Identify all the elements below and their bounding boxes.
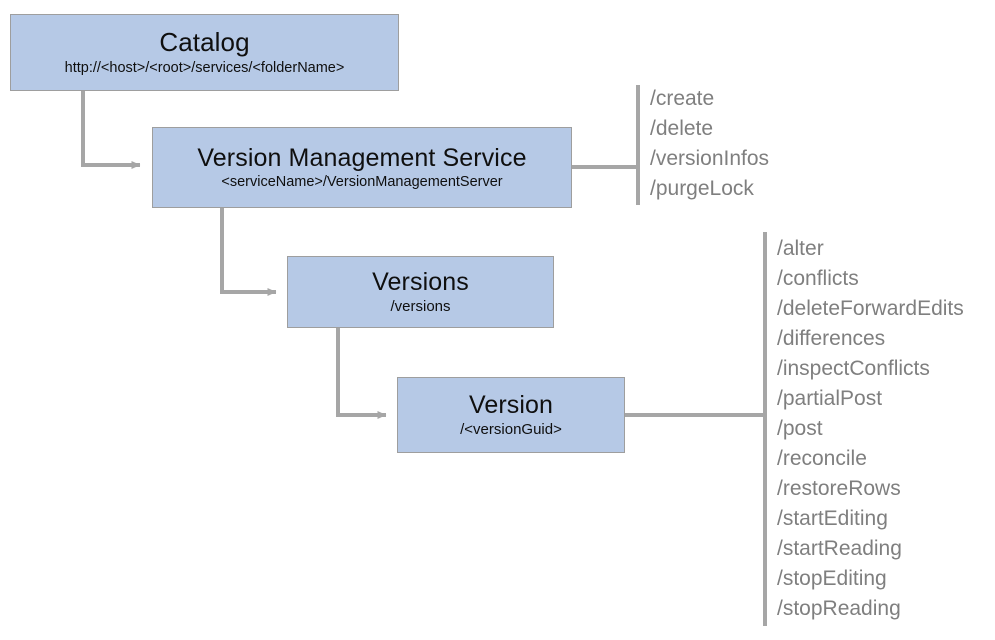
node-version-management-service-subtitle: <serviceName>/VersionManagementServer	[221, 173, 503, 190]
endpoint-item: /differences	[777, 327, 886, 350]
node-catalog-title: Catalog	[159, 27, 250, 58]
endpoint-item: /reconcile	[777, 447, 867, 470]
node-version-title: Version	[468, 391, 554, 420]
node-version-management-service[interactable]: Version Management Service <serviceName>…	[152, 127, 572, 208]
node-catalog-subtitle: http://<host>/<root>/services/<folderNam…	[64, 59, 345, 76]
node-version-management-service-title: Version Management Service	[197, 143, 527, 172]
node-catalog[interactable]: Catalog http://<host>/<root>/services/<f…	[10, 14, 399, 91]
node-versions-subtitle: /versions	[390, 298, 451, 316]
node-version-subtitle: /<versionGuid>	[460, 421, 562, 439]
endpoint-item: /inspectConflicts	[777, 357, 930, 380]
endpoint-item: /partialPost	[777, 387, 883, 410]
endpoint-list-service: /create /delete /versionInfos /purgeLock	[650, 84, 769, 204]
endpoint-item: /create	[650, 87, 715, 110]
endpoint-list-version: /alter /conflicts /deleteForwardEdits /d…	[777, 234, 964, 624]
node-versions-title: Versions	[372, 268, 469, 297]
node-versions[interactable]: Versions /versions	[287, 256, 554, 328]
connector-service-to-versions	[220, 208, 277, 296]
endpoint-item: /restoreRows	[777, 477, 901, 500]
endpoint-item: /startReading	[777, 537, 902, 560]
endpoint-item: /delete	[650, 117, 714, 140]
endpoint-item: /post	[777, 417, 823, 440]
endpoint-item: /stopEditing	[777, 567, 887, 590]
endpoint-item: /versionInfos	[650, 147, 770, 170]
endpoint-item: /conflicts	[777, 267, 859, 290]
connector-service-to-endpoints	[572, 85, 640, 205]
node-version[interactable]: Version /<versionGuid>	[397, 377, 625, 453]
endpoint-item: /purgeLock	[650, 177, 754, 200]
endpoint-item: /alter	[777, 237, 824, 260]
endpoint-item: /startEditing	[777, 507, 888, 530]
endpoint-item: /deleteForwardEdits	[777, 297, 964, 320]
endpoint-item: /stopReading	[777, 597, 901, 620]
connector-catalog-to-service	[81, 91, 141, 169]
connector-versions-to-version	[336, 328, 387, 419]
connector-version-to-endpoints	[625, 232, 767, 626]
